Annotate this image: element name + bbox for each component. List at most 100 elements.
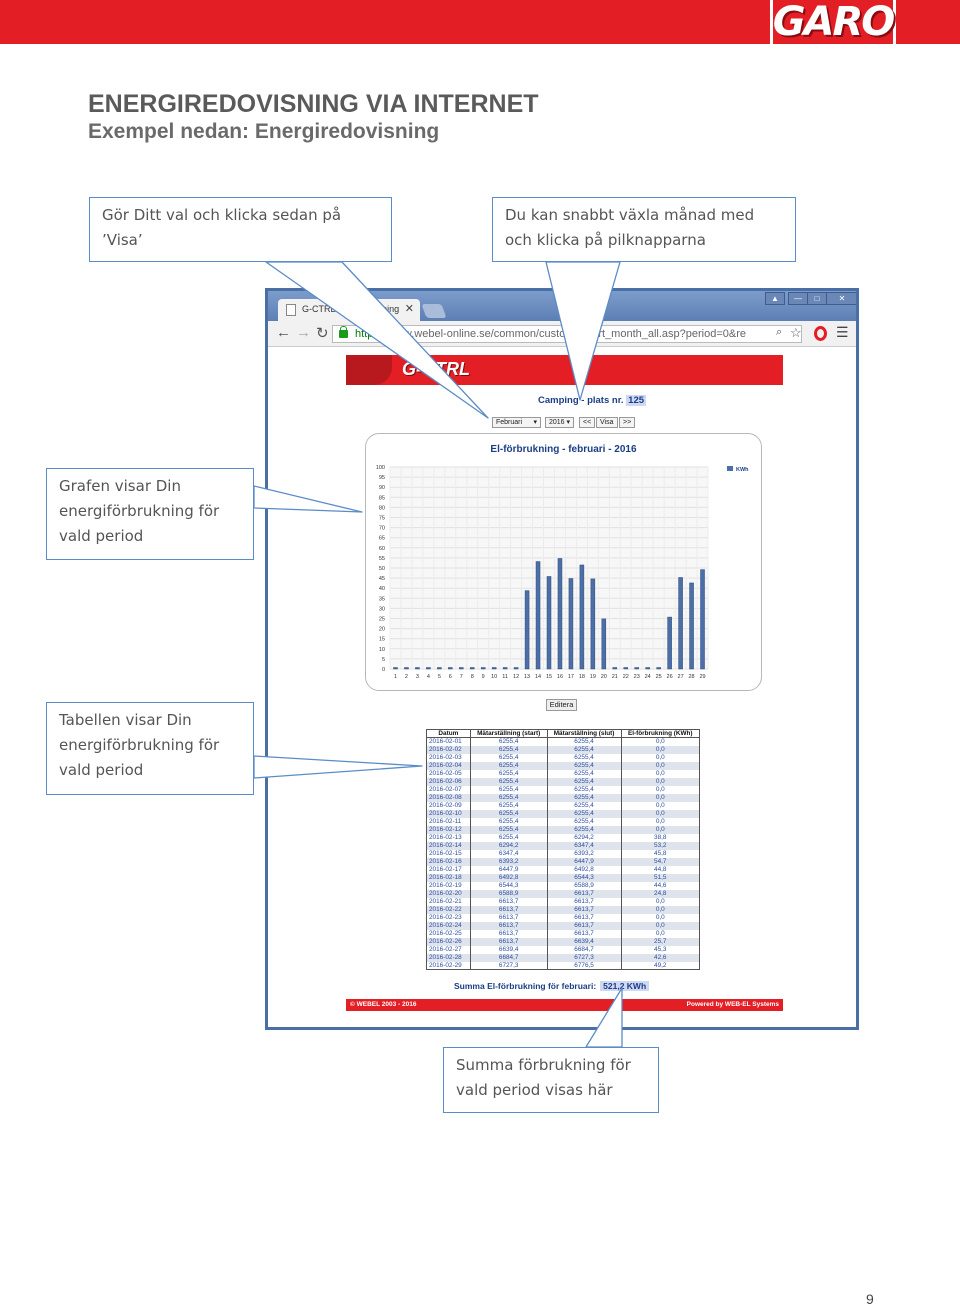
garo-logo-text: GARO bbox=[772, 0, 896, 45]
bar[interactable] bbox=[459, 667, 464, 670]
table-cell: 6255,4 bbox=[546, 745, 622, 754]
table-cell: 6347,4 bbox=[469, 849, 548, 858]
address-bar[interactable]: https://www.webel-online.se/common/custo… bbox=[332, 325, 802, 343]
bar[interactable] bbox=[656, 667, 661, 670]
bar[interactable] bbox=[612, 667, 618, 670]
visa-button[interactable]: Visa bbox=[596, 417, 618, 428]
x-tick-label: 4 bbox=[427, 674, 430, 680]
bar[interactable] bbox=[437, 667, 442, 670]
x-tick-label: 16 bbox=[557, 674, 563, 680]
edit-button[interactable]: Editera bbox=[546, 699, 577, 711]
bar[interactable] bbox=[700, 569, 705, 670]
table-cell: 6613,7 bbox=[469, 913, 548, 922]
bar[interactable] bbox=[623, 667, 629, 670]
bar[interactable] bbox=[404, 667, 409, 670]
bar[interactable] bbox=[502, 667, 508, 670]
x-tick-label: 5 bbox=[438, 674, 441, 680]
bar[interactable] bbox=[546, 576, 552, 670]
table-cell: 6613,7 bbox=[546, 913, 622, 922]
bar[interactable] bbox=[634, 667, 639, 670]
page-title: ENERGIREDOVISNING VIA INTERNET bbox=[88, 90, 539, 118]
table-cell: 44,6 bbox=[620, 881, 701, 890]
table-cell: 6255,4 bbox=[469, 833, 548, 842]
search-icon[interactable]: ⌕ bbox=[776, 326, 783, 338]
bar[interactable] bbox=[513, 667, 519, 670]
minimize-button[interactable]: — bbox=[788, 292, 808, 305]
table-cell: 0,0 bbox=[620, 817, 701, 826]
y-tick-label: 20 bbox=[379, 627, 385, 633]
bar[interactable] bbox=[579, 564, 585, 670]
month-select[interactable]: Februari ▾ bbox=[492, 417, 541, 428]
close-window-button[interactable]: ✕ bbox=[826, 292, 856, 305]
table-cell: 6255,4 bbox=[546, 801, 622, 810]
opera-icon[interactable] bbox=[814, 326, 827, 341]
bar[interactable] bbox=[645, 667, 650, 670]
table-cell: 2016-02-05 bbox=[426, 769, 471, 778]
bar[interactable] bbox=[491, 667, 497, 670]
next-month-button[interactable]: >> bbox=[619, 417, 636, 428]
table-cell: 0,0 bbox=[620, 769, 701, 778]
table-cell: 6613,7 bbox=[469, 897, 548, 906]
bar[interactable] bbox=[535, 561, 541, 670]
table-cell: 6347,4 bbox=[546, 841, 622, 850]
table-cell: 2016-02-11 bbox=[426, 817, 471, 826]
maximize-button[interactable]: □ bbox=[807, 292, 827, 305]
bar[interactable] bbox=[469, 667, 475, 670]
menu-icon[interactable]: ☰ bbox=[836, 324, 849, 340]
profile-button[interactable]: ▲ bbox=[765, 292, 785, 305]
x-tick-label: 7 bbox=[460, 674, 463, 680]
table-cell: 45,3 bbox=[620, 945, 701, 954]
x-tick-label: 20 bbox=[601, 674, 607, 680]
x-tick-label: 22 bbox=[623, 674, 629, 680]
table-cell: 2016-02-18 bbox=[426, 873, 471, 882]
table-cell: 6255,4 bbox=[546, 809, 622, 818]
bar[interactable] bbox=[415, 667, 420, 670]
gctrl-logo-text: G-CTRL bbox=[402, 359, 470, 379]
table-cell: 0,0 bbox=[620, 761, 701, 770]
table-cell: 0,0 bbox=[620, 793, 701, 802]
table-header-cell: Mätarställning (slut) bbox=[546, 729, 622, 738]
bar[interactable] bbox=[590, 578, 596, 670]
bar[interactable] bbox=[426, 667, 431, 670]
bar[interactable] bbox=[689, 582, 694, 670]
bar[interactable] bbox=[601, 618, 607, 670]
tab-close-icon[interactable]: ✕ bbox=[404, 303, 414, 315]
bar[interactable] bbox=[393, 667, 398, 670]
x-tick-label: 8 bbox=[471, 674, 474, 680]
table-cell: 6544,3 bbox=[469, 881, 548, 890]
table-cell: 6639,4 bbox=[469, 945, 548, 954]
year-select[interactable]: 2016 ▾ bbox=[545, 417, 574, 428]
table-cell: 2016-02-25 bbox=[426, 929, 471, 938]
table-cell: 6492,8 bbox=[469, 873, 548, 882]
table-cell: 6588,9 bbox=[469, 889, 548, 898]
table-cell: 6255,4 bbox=[546, 753, 622, 762]
browser-tab[interactable]: G-CTRL - El-förbrukning ✕ bbox=[278, 299, 420, 321]
forward-arrow-icon[interactable]: → bbox=[296, 324, 311, 341]
table-cell: 2016-02-27 bbox=[426, 945, 471, 954]
browser-titlebar: G-CTRL - El-förbrukning ✕ ▲ — □ ✕ bbox=[268, 291, 856, 321]
bookmark-star-icon[interactable]: ☆ bbox=[790, 325, 802, 340]
table-cell: 6255,4 bbox=[469, 753, 548, 762]
table-cell: 6294,2 bbox=[546, 833, 622, 842]
x-tick-label: 15 bbox=[546, 674, 552, 680]
bar[interactable] bbox=[557, 558, 563, 670]
y-tick-label: 60 bbox=[379, 546, 385, 552]
back-arrow-icon[interactable]: ← bbox=[276, 324, 291, 341]
year-select-value: 2016 bbox=[549, 419, 565, 426]
bar[interactable] bbox=[480, 667, 486, 670]
table-cell: 0,0 bbox=[620, 801, 701, 810]
bar[interactable] bbox=[667, 616, 672, 670]
bar[interactable] bbox=[678, 577, 683, 670]
gctrl-emblem-icon bbox=[346, 355, 392, 385]
reload-icon[interactable]: ↻ bbox=[316, 325, 329, 342]
prev-month-button[interactable]: << bbox=[579, 417, 596, 428]
bar[interactable] bbox=[524, 590, 530, 670]
new-tab-button[interactable] bbox=[421, 304, 447, 318]
bar[interactable] bbox=[448, 667, 453, 670]
bar[interactable] bbox=[568, 578, 574, 670]
